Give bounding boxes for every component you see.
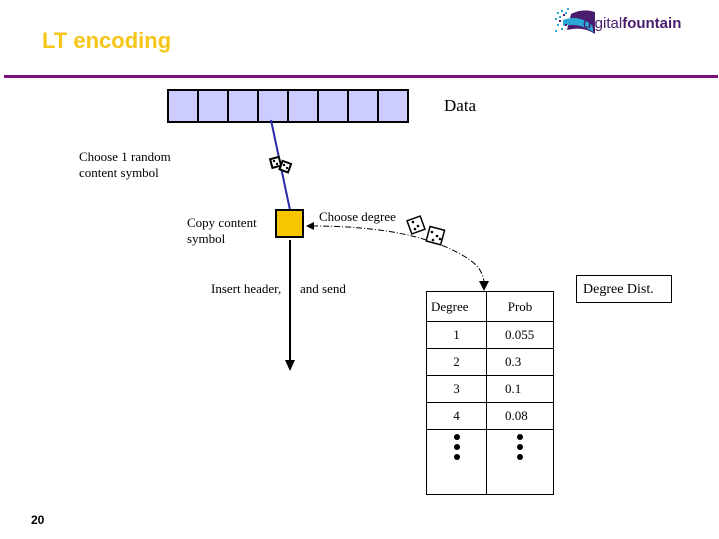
degree-cell: 1 <box>426 321 487 349</box>
slide-title: LT encoding <box>42 28 172 53</box>
header-degree: Degree <box>426 291 487 322</box>
header-prob: Prob <box>486 291 554 322</box>
choose-random-line2: content symbol <box>79 165 159 180</box>
data-symbol-cell <box>349 91 377 121</box>
ellipsis-icon <box>426 429 487 495</box>
degree-cell: 3 <box>426 375 487 403</box>
copy-content-line1: Copy content <box>187 215 257 230</box>
data-symbols-row <box>167 89 409 123</box>
data-symbol-cell <box>199 91 227 121</box>
prob-cell: 0.055 <box>486 321 554 349</box>
data-label: Data <box>444 96 477 115</box>
table-row: 3 0.1 <box>426 375 554 403</box>
logo-word-light: digital <box>583 15 623 32</box>
copy-arrow-head-icon <box>306 222 314 230</box>
degree-arrow-curve <box>311 225 485 285</box>
degree-cell: 2 <box>426 348 487 376</box>
data-symbol-cell <box>259 91 287 121</box>
prob-cell: 0.3 <box>486 348 554 376</box>
send-arrow-head-icon <box>285 360 295 371</box>
prob-cell: 0.08 <box>486 402 554 430</box>
degree-cell: 4 <box>426 402 487 430</box>
ellipsis-icon <box>486 429 554 495</box>
degree-arrow-head-icon <box>479 281 489 291</box>
choose-degree-label: Choose degree <box>319 209 396 224</box>
data-symbol-cell <box>289 91 317 121</box>
logo-word-bold: fountain <box>622 15 682 32</box>
copy-content-line2: symbol <box>187 231 226 246</box>
copy-content-label: Copy content symbol <box>187 215 257 247</box>
table-header-row: Degree Prob <box>426 291 554 322</box>
choose-random-label: Choose 1 random content symbol <box>79 149 171 181</box>
dice-icon <box>268 155 293 174</box>
table-row: 2 0.3 <box>426 348 554 376</box>
data-symbol-cell <box>319 91 347 121</box>
choose-random-line1: Choose 1 random <box>79 149 171 164</box>
and-send-label: and send <box>300 281 346 296</box>
degree-distribution-table: Degree Prob 1 0.055 2 0.3 3 0.1 4 0.08 <box>426 291 554 495</box>
table-ellipsis-row <box>426 429 554 495</box>
data-symbol-cell <box>169 91 197 121</box>
insert-header-label: Insert header, <box>211 281 282 296</box>
logo-wordmark: digitalfountain <box>583 15 681 32</box>
table-row: 4 0.08 <box>426 402 554 430</box>
data-symbol-cell <box>229 91 257 121</box>
data-symbol-cell <box>379 91 407 121</box>
table-row: 1 0.055 <box>426 321 554 349</box>
dice-icon <box>406 215 446 246</box>
digital-fountain-logo-icon <box>555 8 595 34</box>
title-divider <box>4 75 718 78</box>
degree-dist-label: Degree Dist. <box>576 275 672 303</box>
encoding-symbol-box <box>275 209 304 238</box>
prob-cell: 0.1 <box>486 375 554 403</box>
page-number: 20 <box>31 513 45 527</box>
